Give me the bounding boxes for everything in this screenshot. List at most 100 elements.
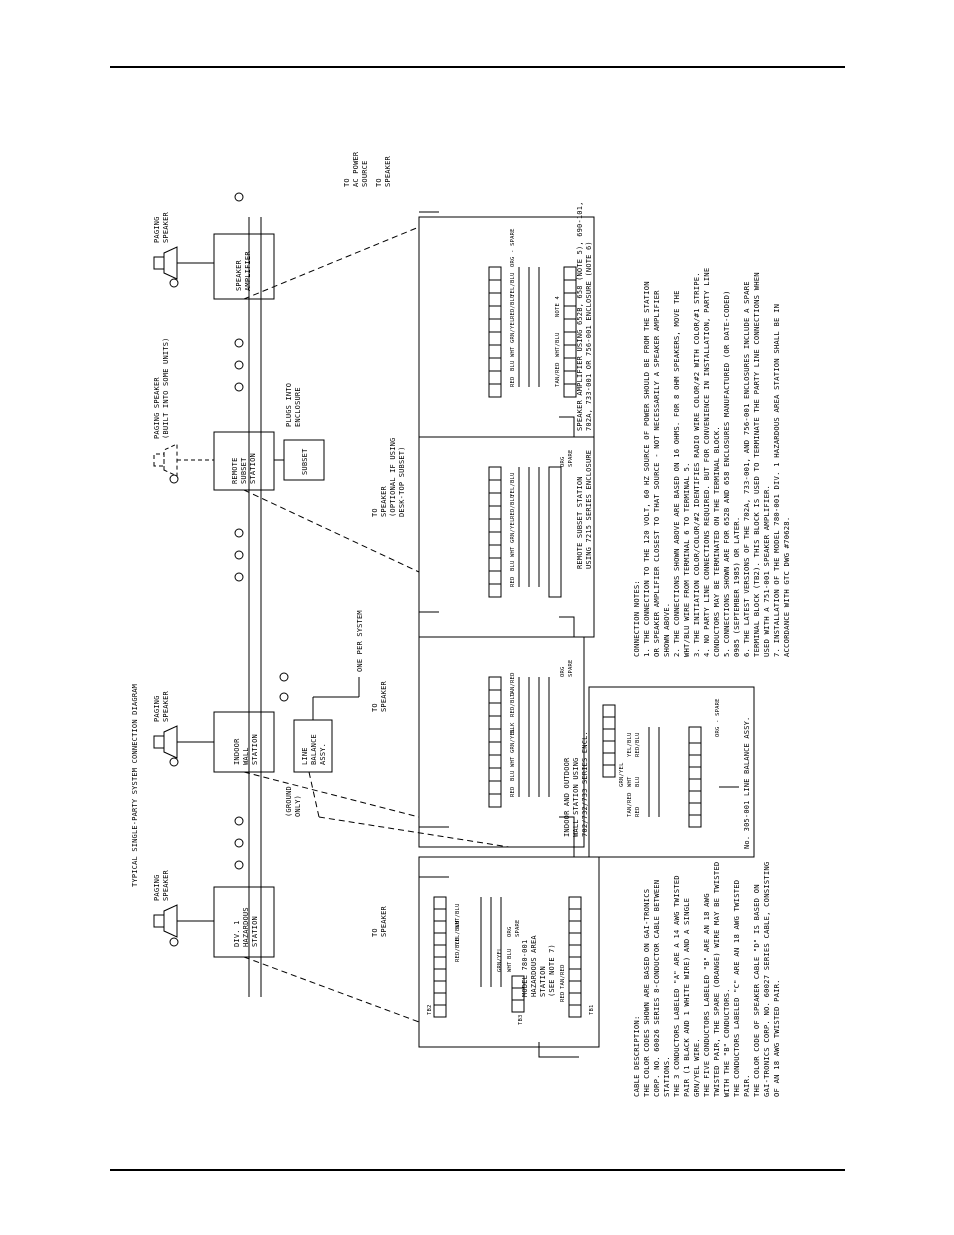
wl-blu-3: BLU [510, 770, 516, 781]
conn-notes-line-9: 0985 (SEPTEMBER 1985) OR LATER. [732, 517, 741, 657]
paging-label-2a: PAGING [153, 696, 161, 723]
block-amp-2: AMPLIFIER [244, 251, 252, 291]
remote-enc-2: USING 7215 SERIES ENCLOSURE [585, 450, 593, 569]
wl-wht-3: WHT [510, 756, 516, 767]
wl-grnyel-3: GRN/YEL [510, 728, 516, 753]
block-hazardous-2: HAZARDOUS [242, 907, 250, 947]
conn-notes-line-14: ACCORDANCE WITH GTC DWG #70628. [782, 517, 791, 657]
indoor-enc-3: 702/732/733 SERIES ENCL. [581, 731, 589, 837]
paging-speaker-3 [153, 443, 214, 477]
wl-tanred-3: TAN/RED [510, 672, 516, 697]
haz-enc-2: HAZARDOUS AREA [530, 935, 538, 997]
wl-redblu-1: RED/BLU [455, 937, 461, 962]
block-remote-1: REMOTE [231, 458, 239, 485]
wl-blk-3: BLK [510, 722, 516, 733]
wl-red-2: RED [635, 806, 641, 817]
ground-only-b: ONLY) [294, 795, 302, 817]
wl-tb3: TB3 [518, 1014, 524, 1025]
ac-power-b: AC POWER [352, 151, 360, 187]
amp-enc-2: 702A, 733-001 OR 756-001 ENCLOSURE (NOTE… [585, 241, 593, 431]
leader-lines [243, 226, 510, 1023]
wl-tanred-1: TAN/RED [560, 964, 566, 989]
paging-builtin-b: (BUILT INTO SOME UNITS) [162, 337, 170, 439]
wl-spare-1: SPARE [515, 919, 521, 937]
wl-spare-4: SPARE [568, 449, 574, 467]
wl-wht-4: WHT [510, 546, 516, 557]
diagram-canvas: TYPICAL SINGLE-PARTY SYSTEM CONNECTION D… [131, 151, 791, 1097]
block-subset: SUBSET [301, 448, 309, 475]
paging-builtin-a: PAGING SPEAKER [153, 377, 161, 439]
wl-tanred-5: TAN/RED [555, 362, 561, 387]
to-speaker-left-a: TO [371, 928, 379, 937]
conn-notes-line-2: SHOWN ABOVE. [662, 603, 671, 657]
wl-whtblu-5: WHT/BLU [555, 332, 561, 357]
conn-notes-line-11: TERMINAL BLOCK (TB2). THIS BLOCK IS USED… [752, 272, 761, 657]
cable-desc-line-12: GAI-TRONICS CORP. NO. 60027 SERIES CABLE… [762, 862, 771, 1097]
conn-notes-heading: CONNECTION NOTES: [632, 580, 641, 657]
conn-notes-line-4: WHT/BLU WIRE FROM TERMINAL 6 TO TERMINAL… [682, 462, 691, 657]
paging-label-1a: PAGING [153, 875, 161, 902]
plugs-into-b: ENCLOSURE [294, 387, 302, 427]
conn-notes-line-13: 7. INSTALLATION OF THE MODEL 780-001 DIV… [772, 304, 781, 657]
wl-grnyel-2: GRN/YEL [619, 762, 625, 787]
paging-speaker-2 [153, 725, 214, 759]
amp-enc-1: SPEAKER AMPLIFIER USING 652B, 658 (NOTE … [576, 201, 584, 431]
cable-desc-line-4: PAIR (1 BLACK AND 1 WHITE WIRE) AND A SI… [682, 898, 691, 1097]
wl-note4: NOTE 4 [555, 295, 561, 317]
wl-blu-1: BLU [507, 948, 513, 959]
conn-notes-line-5: 3. THE INITIATION COLOR/COLOR/#2 IDENTIF… [692, 272, 701, 657]
block-line-balance-1: LINE [301, 747, 309, 765]
wl-whtblu-1: WHT/BLU [455, 903, 461, 928]
cable-desc-line-1: CORP. NO. 60026 SERIES 8-CONDUCTOR CABLE… [652, 880, 661, 1097]
wl-yelblu-4: YEL/BLU [510, 472, 516, 497]
optional-speaker-b: SPEAKER [380, 486, 388, 517]
conn-notes-line-0: 1. THE CONNECTION TO THE 120 VOLT, 60 HZ… [642, 281, 651, 657]
to-speaker-top-b: SPEAKER [384, 156, 392, 187]
optional-speaker-d: DESK-TOP SUBSET) [398, 446, 406, 517]
cable-desc-line-11: THE COLOR CODE OF SPEAKER CABLE "D" IS B… [752, 884, 761, 1097]
conn-notes-line-3: 2. THE CONNECTIONS SHOWN ABOVE ARE BASED… [672, 290, 681, 657]
paging-label-4a: PAGING [153, 217, 161, 244]
wl-wht-5: WHT [510, 346, 516, 357]
wl-orgspare-2: ORG - SPARE [715, 698, 721, 737]
inter-enclosure-wiring [419, 211, 739, 1058]
wiring-diagram: TYPICAL SINGLE-PARTY SYSTEM CONNECTION D… [119, 117, 813, 1117]
conn-notes-line-1: OR SPEAKER AMPLIFIER CLOSEST TO THAT SOU… [652, 290, 661, 657]
wl-org-4: ORG [560, 456, 566, 467]
wl-grnyel-4: GRN/YEL [510, 518, 516, 543]
diagram-title: TYPICAL SINGLE-PARTY SYSTEM CONNECTION D… [131, 684, 139, 887]
block-remote-2: SUBSET [240, 457, 248, 484]
indoor-enc-2: WALL STATION USING [572, 758, 580, 837]
hazardous-enclosure [418, 856, 600, 1048]
block-hazardous-3: STATION [251, 916, 259, 947]
conn-notes-line-6: 4. NO PARTY LINE CONNECTIONS REQUIRED. B… [702, 268, 711, 657]
haz-enc-3: STATION [539, 966, 547, 997]
ac-power-c: SOURCE [361, 161, 369, 188]
to-speaker-mid-b: SPEAKER [380, 681, 388, 712]
block-indoor-2: WALL [242, 747, 250, 765]
wl-yelblu-1: YEL/BLU [455, 920, 461, 945]
wl-redblu-3: RED/BLU [510, 692, 516, 717]
wl-orgspare-5: ORG - SPARE [510, 228, 516, 267]
wl-red-1: RED [560, 991, 566, 1002]
to-speaker-mid-a: TO [371, 703, 379, 712]
wl-wht-1: WHT [507, 961, 513, 972]
cable-desc-line-6: THE FIVE CONDUCTORS LABELED "B" ARE AN 1… [702, 893, 711, 1097]
cable-desc-line-9: THE CONDUCTORS LABELED "C" ARE AN 18 AWG… [732, 880, 741, 1097]
wl-wht-2: WHT [627, 776, 633, 787]
conn-notes-line-12: USED WITH A 751-001 SPEAKER AMPLIFIER. [762, 485, 771, 657]
conn-notes-line-10: 6. THE LATEST VERSIONS OF THE 702A, 733-… [742, 281, 751, 657]
cable-desc-line-3: THE 3 CONDUCTORS LABELED "A" ARE A 14 AW… [672, 875, 681, 1097]
bottom-rule [110, 1169, 845, 1171]
block-amp-1: SPEAKER [235, 260, 243, 291]
wl-org-1: ORG [507, 926, 513, 937]
wl-grnyel-5: GRN/YEL [510, 318, 516, 343]
block-hazardous-1: DIV. 1 [233, 921, 241, 948]
optional-speaker-c: (OPTIONAL IF USING [389, 438, 397, 517]
indoor-enc-1: INDOOR AND OUTDOOR [563, 757, 571, 837]
wl-tb2: TB2 [427, 1004, 433, 1015]
wl-spare-3: SPARE [568, 659, 574, 677]
cable-desc-line-13: OF AN 18 AWG TWISTED PAIR. [772, 979, 781, 1097]
haz-enc-1: MODEL 780-001 [521, 940, 529, 997]
line-balance-enc: No. 305-001 LINE BALANCE ASSY. [743, 717, 751, 849]
